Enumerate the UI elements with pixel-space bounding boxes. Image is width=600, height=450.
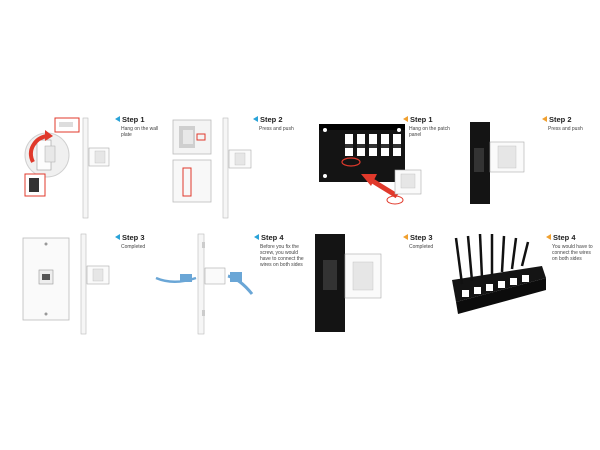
step-description: Hang on the wall plate [121,126,159,138]
step-title: Step 4 [254,234,284,242]
pointer-triangle-icon [115,234,120,240]
pointer-arrow-icon [369,177,399,199]
panel-wall-step4: Step 4 Before you fix the screw, you wou… [150,228,304,358]
illustration-press-push-patch [470,122,525,204]
detail-box-lower [172,159,212,203]
illustration-wall-wires [155,233,254,335]
step-label: Step 3 [122,233,145,242]
highlight-circle-icon [341,157,361,167]
panel-wall-step1: Step 1 Hang on the wall plate [15,110,165,240]
highlight-circle-icon [386,195,404,205]
panel-patch-step4: Step 4 You would have to connect the wir… [448,228,598,358]
step-title: Step 2 [542,116,572,124]
network-cables [454,233,530,285]
step-description: Before you fix the screw, you would have… [260,244,304,268]
step-title: Step 1 [115,116,145,124]
illustration-press-push-wall [172,117,252,219]
pointer-triangle-icon [403,116,408,122]
illustration-wall-completed [22,233,110,335]
step-label: Step 1 [122,115,145,124]
step-title: Step 3 [403,234,433,242]
keystone-jack [204,267,226,285]
panel-wall-step3: Step 3 Completed [15,228,165,358]
step-description: Hang on the patch panel [409,126,450,138]
pointer-triangle-icon [253,116,258,122]
pointer-triangle-icon [115,116,120,122]
step-description: Press and push [548,126,583,132]
step-description: Completed [409,244,434,250]
step-label: Step 4 [553,233,576,242]
step-label: Step 1 [410,115,433,124]
rotate-arrow-icon [28,134,48,163]
panel-wall-step2: Step 2 Press and push [165,110,315,240]
pointer-triangle-icon [542,116,547,122]
illustration-hang-wall-plate [24,117,110,219]
step-title: Step 1 [403,116,433,124]
panel-patch-step3: Step 3 Completed [305,228,455,358]
panel-patch-step1: Step 1 Hang on the patch panel [315,110,465,240]
step-label: Step 2 [549,115,572,124]
pointer-triangle-icon [546,234,551,240]
wall-plate-edge [82,117,89,219]
wall-plate-edge [222,117,229,219]
step-title: Step 4 [546,234,576,242]
step-title: Step 3 [115,234,145,242]
step-label: Step 4 [261,233,284,242]
panel-patch-step2: Step 2 Press and push [450,110,600,240]
pointer-triangle-icon [403,234,408,240]
step-description: Press and push [259,126,294,132]
step-label: Step 2 [260,115,283,124]
wall-plate-edge [197,233,205,335]
step-description: You would have to connect the wires on b… [552,244,593,262]
illustration-hang-patch-panel [319,124,422,205]
wall-plate-edge [80,233,87,335]
step-title: Step 2 [253,116,283,124]
illustration-patch-completed [315,234,382,332]
pointer-triangle-icon [254,234,259,240]
illustration-patch-wires [452,233,546,314]
step-label: Step 3 [410,233,433,242]
network-cable-left [155,276,197,283]
step-description: Completed [121,244,146,250]
